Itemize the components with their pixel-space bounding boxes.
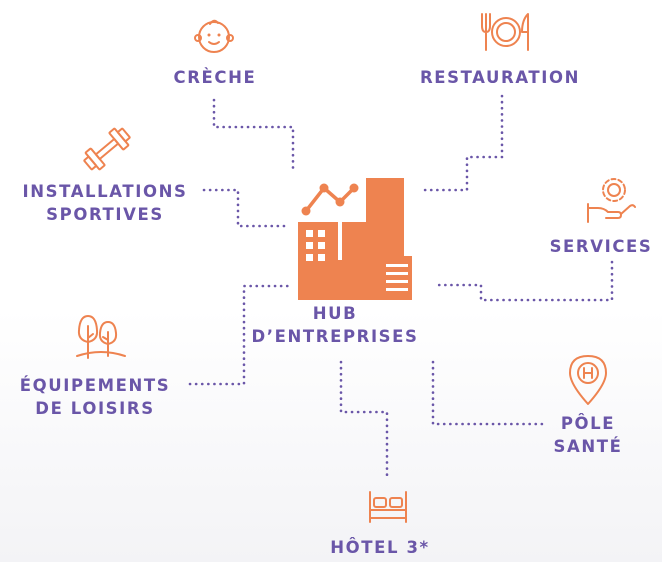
city-growth-icon [298, 178, 412, 300]
connector-restauration [423, 94, 504, 192]
connector-creche [212, 98, 295, 170]
baby-face-icon [194, 19, 234, 53]
connector-installations [202, 188, 292, 228]
connector-hotel [339, 360, 389, 478]
dumbbell-icon [83, 127, 131, 171]
hand-gear-icon [587, 178, 636, 223]
connector-equipements [188, 284, 290, 386]
services-label: SERVICES [549, 237, 653, 256]
hub-label: HUB D’ENTREPRISES [251, 304, 419, 346]
trees-icon [76, 315, 126, 359]
installations-label: INSTALLATIONS SPORTIVES [22, 182, 188, 224]
connector-pole-sante [431, 360, 548, 426]
hotel-label: HÔTEL 3* [330, 538, 430, 557]
connector-services [432, 260, 614, 302]
pole-sante-label: PÔLE SANTÉ [553, 414, 623, 456]
restauration-label: RESTAURATION [419, 68, 581, 87]
bed-icon [369, 491, 407, 523]
hospital-pin-icon [569, 355, 607, 405]
creche-label: CRÈCHE [173, 68, 257, 87]
equipements-label: ÉQUIPEMENTS DE LOISIRS [19, 376, 171, 418]
fork-plate-knife-icon [481, 13, 529, 51]
